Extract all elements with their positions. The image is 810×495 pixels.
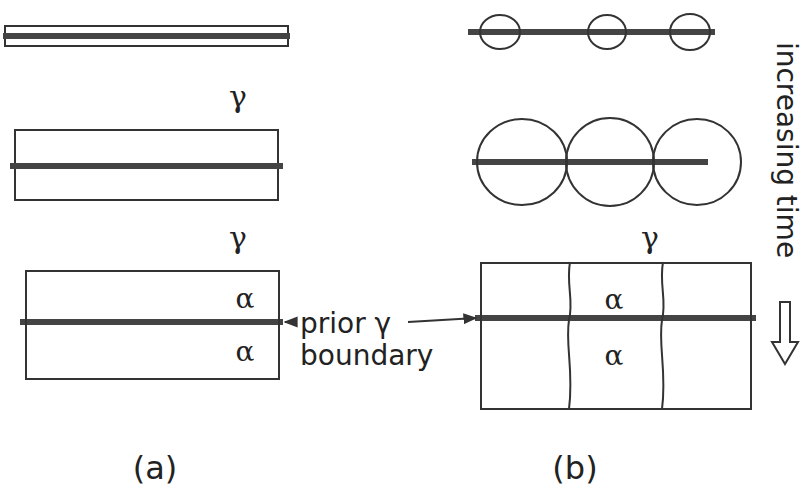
phase-symbol: α — [236, 285, 255, 313]
phase-symbol: γ — [229, 82, 247, 112]
prior-austenite-boundary — [475, 315, 756, 321]
time-axis-label: increasing time — [772, 42, 800, 258]
ferrite-grain-boundary — [661, 262, 664, 409]
boundary-callout: prior γ boundary — [300, 308, 450, 372]
ferrite-grain-boundary — [568, 262, 571, 409]
leader-arrow — [408, 318, 476, 322]
ferrite-allotriomorph — [653, 119, 741, 205]
ferrite-allotriomorph — [566, 118, 654, 206]
ferrite-layer-box: αα — [480, 262, 752, 410]
ferrite-layer-box: αα — [25, 270, 280, 380]
time-arrow — [772, 302, 798, 364]
phase-symbol: α — [605, 342, 624, 370]
grain-boundary — [10, 163, 283, 169]
ferrite-nucleus — [670, 14, 710, 50]
panel-letter: (a) — [133, 452, 178, 484]
grain-boundary — [3, 33, 290, 39]
phase-symbol: γ — [229, 223, 247, 253]
ferrite-allotriomorph — [477, 119, 567, 205]
grain-boundary — [468, 29, 715, 35]
ferrite-nucleus — [480, 15, 520, 49]
leader-arrow — [285, 321, 297, 323]
phase-symbol: α — [605, 286, 624, 314]
ferrite-nucleus — [588, 15, 626, 49]
phase-symbol: γ — [641, 223, 659, 253]
panel-letter: (b) — [552, 452, 597, 484]
grain-boundary — [472, 159, 708, 165]
prior-austenite-boundary — [20, 319, 283, 325]
phase-symbol: α — [236, 338, 255, 366]
